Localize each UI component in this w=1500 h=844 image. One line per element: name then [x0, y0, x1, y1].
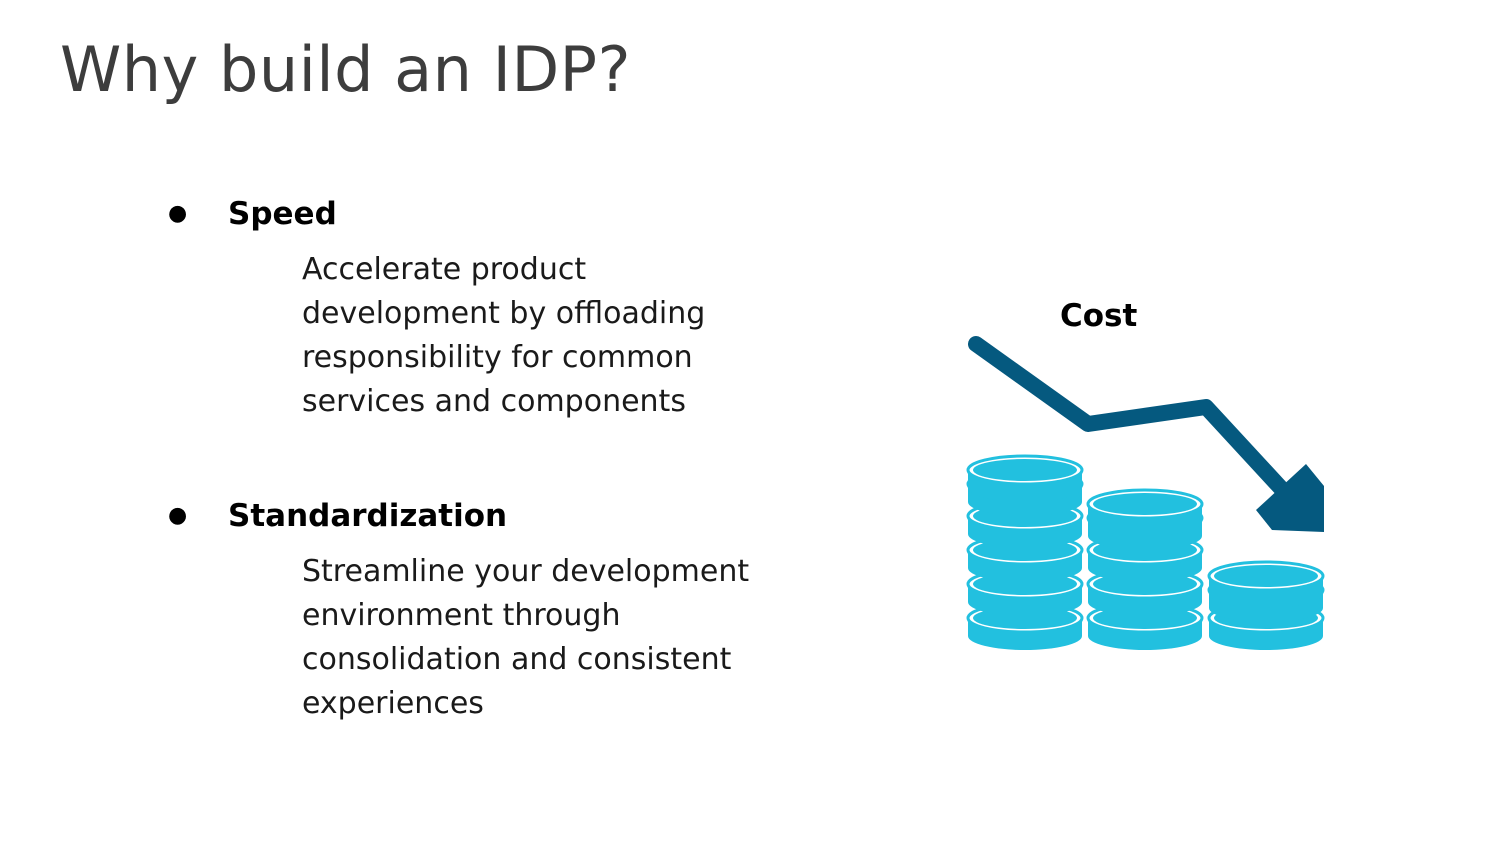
bullet-description: Accelerate product development by offloa…	[302, 252, 706, 419]
coin-stack-left	[966, 454, 1084, 652]
coin-stack-middle	[1086, 488, 1204, 652]
bullet-description: Streamline your development environment …	[302, 554, 750, 721]
bullet-dot-icon: ●	[168, 503, 188, 528]
slide-title: Why build an IDP?	[60, 33, 631, 106]
bullet-item-standardization: ● Standardization Streamline your develo…	[168, 496, 788, 726]
bullet-heading: Standardization	[228, 498, 508, 534]
bullet-item-speed: ● Speed Accelerate product development b…	[168, 194, 788, 424]
cost-label: Cost	[1060, 298, 1138, 334]
bullet-dot-icon: ●	[168, 201, 188, 226]
coin-stack-right	[1207, 560, 1325, 652]
coins-decreasing-cost-icon	[966, 336, 1325, 652]
bullet-heading: Speed	[228, 196, 337, 232]
decreasing-arrow-icon	[968, 336, 1324, 532]
